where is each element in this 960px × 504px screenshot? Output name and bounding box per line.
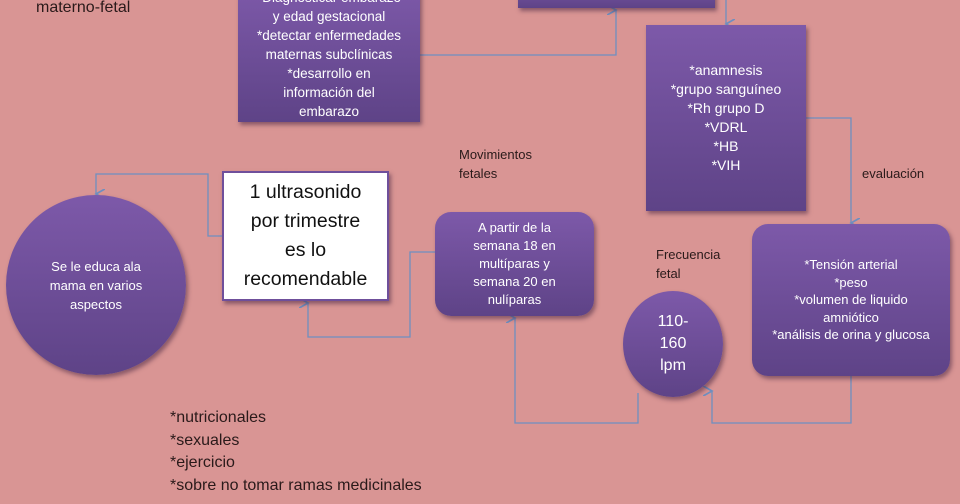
frecuencia-circle: 110- 160 lpm — [623, 291, 723, 397]
movimientos-label: Movimientos fetales — [459, 147, 532, 181]
objetivos-box: *Diagnosticar embarazo y edad gestaciona… — [238, 0, 420, 122]
list-item: *nutricionales — [170, 409, 267, 426]
education-list: *nutricionales *sexuales *ejercicio *sob… — [170, 407, 422, 497]
list-item: *sexuales — [170, 431, 240, 449]
connector-frecuencia-movimientos — [515, 318, 639, 424]
ultrasonido-box: 1 ultrasonido por trimestre es lo recome… — [222, 171, 389, 301]
connector-laboratorio-evaluacion — [806, 117, 851, 223]
evaluacion-box: *Tensión arterial *peso *volumen de liqu… — [752, 224, 950, 376]
educa-circle: Se le educa ala mama en varios aspectos — [6, 195, 186, 375]
header-text: materno-fetal — [36, 0, 131, 16]
laboratorio-box: *anamnesis *grupo sanguíneo *Rh grupo D … — [646, 25, 806, 211]
connector-movimientos-ultrasonido — [308, 251, 435, 338]
list-item: *ejercicio — [170, 454, 235, 471]
top-box — [518, 0, 715, 8]
connector-objetivos-top — [420, 10, 616, 56]
evaluacion-label: evaluación — [862, 166, 925, 181]
movimientos-box: A partir de la semana 18 en multíparas y… — [435, 212, 594, 316]
connector-ultrasonido-educa — [96, 173, 222, 237]
list-item: *sobre no tomar ramas medicinales — [170, 476, 422, 494]
connector-evaluacion-frecuencia — [712, 376, 852, 424]
frecuencia-label: Frecuencia fetal — [656, 247, 721, 281]
